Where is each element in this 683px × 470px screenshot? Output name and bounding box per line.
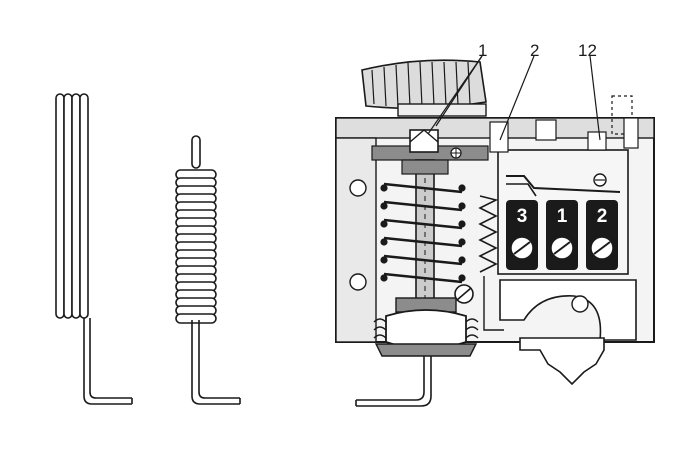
bottom-lever — [483, 276, 637, 386]
thermostat-cutaway: 3 1 2 — [335, 59, 655, 407]
terminal-2-label: 2 — [597, 206, 608, 227]
callout-1: 1 — [478, 41, 487, 60]
callout-lines — [427, 55, 601, 141]
control-knob — [361, 59, 487, 117]
main-spring — [380, 182, 466, 284]
terminal-3-label: 3 — [517, 206, 528, 227]
dashed-post — [611, 95, 633, 135]
callout-12: 12 — [578, 41, 597, 60]
spindle — [401, 129, 449, 301]
terminal-1-label: 1 — [557, 206, 568, 227]
callout-2: 2 — [530, 41, 539, 60]
bellows — [355, 297, 479, 407]
switch-block: 3 1 2 — [497, 131, 629, 275]
flat-capillary-coil — [55, 93, 133, 405]
helical-coil-tail — [191, 135, 241, 405]
lever-spring — [478, 195, 499, 273]
helical-coil-sensor — [175, 169, 217, 324]
